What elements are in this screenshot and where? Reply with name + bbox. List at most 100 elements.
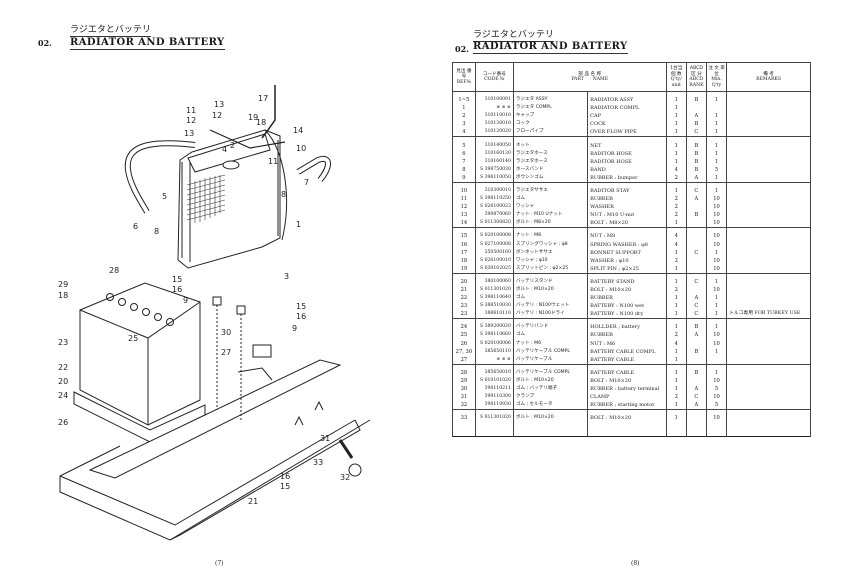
right-page: 02. ラジエタとバッテリ RADIATOR AND BATTERY 見出 番号… — [421, 0, 842, 581]
spacer-cell — [726, 91, 811, 96]
cell-rank: B — [685, 165, 707, 174]
cell-remarks — [726, 141, 811, 150]
cell-qty: 2 — [665, 203, 687, 212]
callout: 16 — [280, 472, 290, 481]
cell-en: BOLT : M10×20 — [587, 376, 667, 385]
cell-rank: B — [685, 323, 707, 332]
callout: 15 — [296, 302, 306, 311]
cell-qty: 1 — [665, 141, 687, 150]
cell-en: RUBBER — [587, 195, 667, 204]
callout: 22 — [58, 363, 68, 372]
cell-remarks — [726, 401, 811, 410]
cell-jp: スプリングワッシャ ; φ8 — [512, 240, 589, 249]
cell-en: BOLT : M10×20 — [587, 285, 667, 295]
spacer-cell — [705, 363, 728, 369]
cell-remarks — [726, 120, 811, 129]
cell-code: S 398110660 — [474, 331, 514, 340]
cell-ref: 1~5 — [452, 96, 476, 105]
cell-rank: C — [685, 393, 707, 402]
cell-remarks — [726, 232, 811, 241]
cell-remarks — [726, 211, 811, 220]
cell-jp: ボンネットササエ — [512, 248, 589, 257]
page-number: (8) — [631, 560, 640, 567]
cell-en: RUBBER — [587, 331, 667, 340]
callout: 15 — [280, 482, 290, 491]
callout: 8 — [281, 190, 286, 199]
cell-rank: A — [685, 173, 707, 183]
cell-min: 1 — [705, 277, 728, 286]
callout: 15 — [172, 275, 182, 284]
cell-qty: 2 — [665, 285, 687, 295]
cell-rank: A — [685, 385, 707, 394]
spacer-cell — [705, 272, 728, 278]
cell-en: BOLT : M10×20 — [587, 414, 667, 423]
spacer-cell — [512, 181, 589, 187]
group-spacer — [452, 272, 811, 278]
cell-qty: 1 — [665, 368, 687, 377]
cell-code: S 398750030 — [474, 165, 514, 174]
spacer-cell — [705, 318, 728, 324]
cell-code: 310160140 — [474, 157, 514, 166]
cell-ref: 33 — [452, 414, 476, 423]
callout: 28 — [109, 266, 119, 275]
cell-rank: A — [685, 195, 707, 204]
cell-code: 350500160 — [474, 248, 514, 257]
cell-remarks — [726, 393, 811, 402]
cell-ref: 27, 30 — [452, 347, 476, 356]
cell-remarks — [726, 195, 811, 204]
cell-code: S 388510030 — [474, 302, 514, 311]
cell-jp: ラジエタササエ — [512, 186, 589, 196]
cell-jp: ラジエタホース — [512, 149, 589, 158]
callout: 33 — [313, 458, 323, 467]
cell-jp: クランプ — [512, 393, 589, 402]
callout: 24 — [58, 391, 68, 400]
cell-remarks — [726, 376, 811, 385]
cell-rank — [685, 376, 707, 385]
cell-ref: 10 — [452, 186, 476, 196]
cell-rank: C — [685, 186, 707, 196]
cell-remarks — [726, 302, 811, 311]
cell-qty: 4 — [665, 232, 687, 241]
cell-qty: 1 — [665, 104, 687, 113]
cell-jp: バッテリ : N100ウェット — [512, 302, 589, 311]
spacer-cell — [512, 363, 589, 369]
page-number: (7) — [215, 560, 224, 567]
cell-rank: B — [685, 211, 707, 220]
spacer-cell — [452, 422, 476, 437]
cell-min: 10 — [705, 195, 728, 204]
cell-en: WASHER — [587, 203, 667, 212]
cell-en: SPRING WASHER : φ8 — [587, 240, 667, 249]
cell-rank: B — [685, 141, 707, 150]
cell-ref: 24 — [452, 323, 476, 332]
cell-remarks — [726, 149, 811, 158]
cell-min — [705, 104, 728, 113]
cell-ref: 18 — [452, 256, 476, 265]
cell-code: 398110930 — [474, 401, 514, 410]
cell-qty: 4 — [665, 240, 687, 249]
callout: 21 — [248, 497, 258, 506]
callout: 13 — [214, 100, 224, 109]
cell-remarks — [726, 173, 811, 183]
cell-min: 1 — [705, 149, 728, 158]
spacer-cell — [512, 227, 589, 233]
cell-min: 5 — [705, 401, 728, 410]
cell-ref: 23 — [452, 302, 476, 311]
cell-min: 1 — [705, 310, 728, 319]
spacer-cell — [685, 422, 707, 437]
callout: 23 — [58, 338, 68, 347]
title-english: RADIATOR AND BATTERY — [473, 41, 628, 54]
cell-code: 310140050 — [474, 141, 514, 150]
callout: 18 — [256, 118, 266, 127]
cell-rank: C — [685, 248, 707, 257]
cell-remarks — [726, 186, 811, 196]
cell-code: 385650010 — [474, 368, 514, 377]
